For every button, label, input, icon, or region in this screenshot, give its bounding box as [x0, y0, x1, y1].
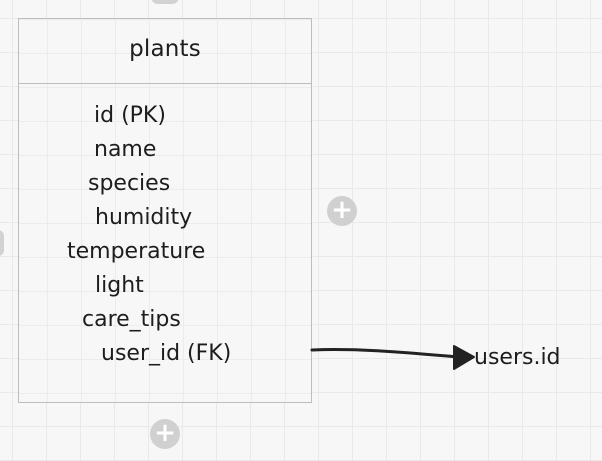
add-right-button[interactable]: + [327, 196, 357, 226]
connection-handle-top[interactable] [151, 0, 179, 4]
relationship-line [310, 348, 460, 359]
arrowhead-icon [453, 345, 475, 370]
add-bottom-button[interactable]: + [150, 419, 180, 449]
field-care-tips[interactable]: care_tips [82, 307, 181, 332]
entity-title: plants [129, 36, 201, 62]
entity-plants[interactable]: plants id (PK) name species humidity tem… [18, 18, 312, 403]
field-temperature[interactable]: temperature [67, 239, 206, 264]
field-light[interactable]: light [95, 273, 144, 298]
connection-handle-left[interactable] [0, 230, 4, 256]
field-id[interactable]: id (PK) [94, 103, 166, 128]
entity-header: plants [19, 19, 311, 84]
field-humidity[interactable]: humidity [95, 205, 193, 230]
field-species[interactable]: species [88, 171, 171, 196]
field-user-id[interactable]: user_id (FK) [101, 341, 232, 366]
field-name[interactable]: name [94, 137, 157, 162]
reference-label-users-id: users.id [474, 345, 561, 370]
